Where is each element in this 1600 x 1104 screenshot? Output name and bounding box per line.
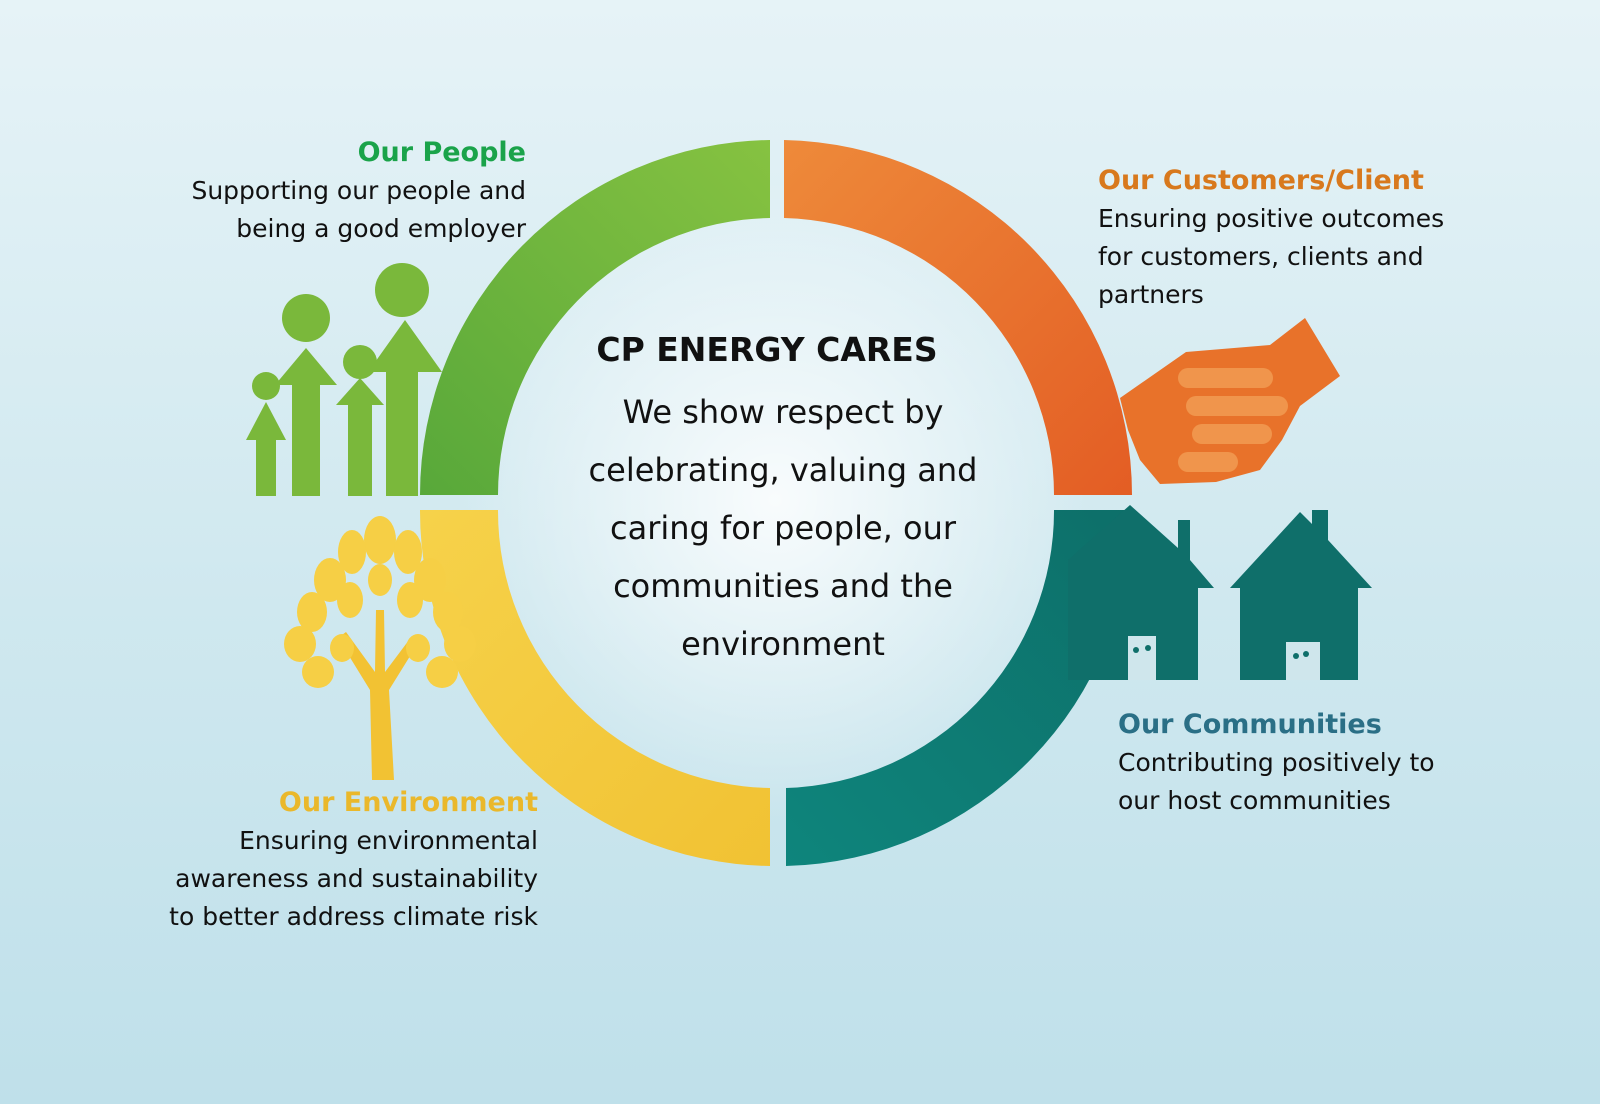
customers-desc-line: for customers, clients and — [1098, 242, 1424, 271]
customers-heading: Our Customers/Client — [1098, 165, 1424, 196]
people-desc-line: being a good employer — [236, 214, 526, 243]
communities-desc-line: our host communities — [1118, 786, 1391, 815]
customers-label: Our Customers/Client Ensuring positive o… — [1098, 162, 1478, 314]
communities-heading: Our Communities — [1118, 709, 1382, 740]
houses-icon — [1068, 505, 1372, 680]
environment-heading: Our Environment — [278, 787, 538, 818]
handshake-icon — [1120, 318, 1340, 484]
communities-label: Our Communities Contributing positively … — [1118, 706, 1498, 820]
communities-desc-line: Contributing positively to — [1118, 748, 1435, 777]
environment-desc-line: awareness and sustainability — [175, 864, 538, 893]
people-heading: Our People — [357, 137, 526, 168]
center-glow — [455, 180, 1095, 820]
people-desc-line: Supporting our people and — [191, 176, 526, 205]
environment-label: Our Environment Ensuring environmental a… — [118, 784, 538, 936]
center-title: CP ENERGY CARES — [596, 330, 938, 369]
customers-desc-line: Ensuring positive outcomes — [1098, 204, 1445, 233]
ring-segment-customers — [784, 140, 1132, 495]
people-arrows-icon — [246, 263, 442, 496]
ring-segment-communities — [786, 510, 1133, 866]
ring-segment-people — [420, 140, 770, 495]
environment-desc-line: to better address climate risk — [169, 902, 538, 931]
center-body: We show respect by celebrating, valuing … — [588, 393, 978, 663]
customers-desc-line: partners — [1098, 280, 1204, 309]
ring-segment-environment — [419, 510, 770, 866]
tree-icon — [284, 516, 476, 780]
people-label: Our People Supporting our people and bei… — [166, 134, 526, 248]
environment-desc-line: Ensuring environmental — [239, 826, 538, 855]
center-panel: CP ENERGY CARES We show respect by celeb… — [568, 330, 998, 673]
